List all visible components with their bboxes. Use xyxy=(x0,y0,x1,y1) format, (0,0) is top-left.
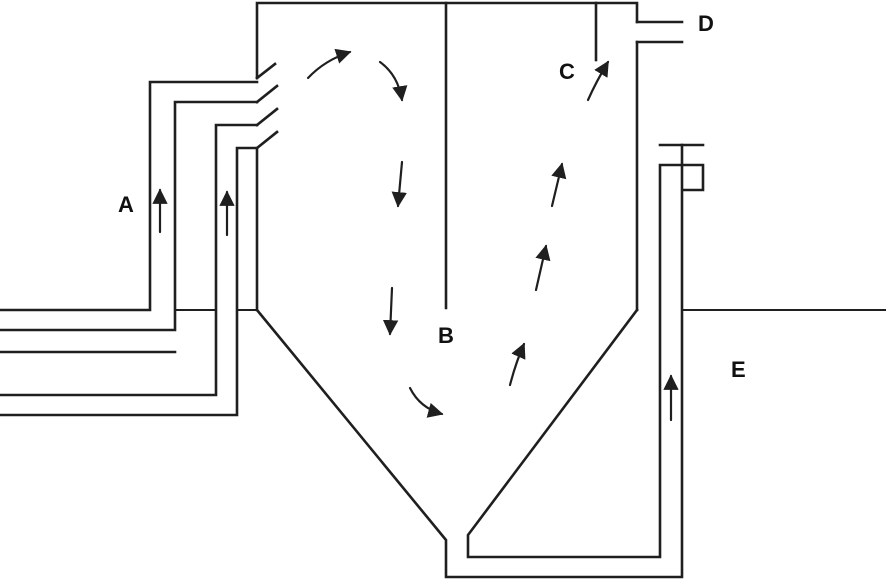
label-b: B xyxy=(438,323,454,348)
inlet-flow-arrows xyxy=(152,188,235,237)
valve xyxy=(658,143,705,167)
vessel-body xyxy=(255,1,705,579)
label-e: E xyxy=(731,357,746,382)
outlet-pipe-d xyxy=(635,20,684,44)
swirl-flow-arrows xyxy=(306,48,610,418)
label-c: C xyxy=(559,59,575,84)
label-a: A xyxy=(118,192,134,217)
label-d: D xyxy=(698,11,714,36)
inlet-pipes xyxy=(0,62,279,417)
